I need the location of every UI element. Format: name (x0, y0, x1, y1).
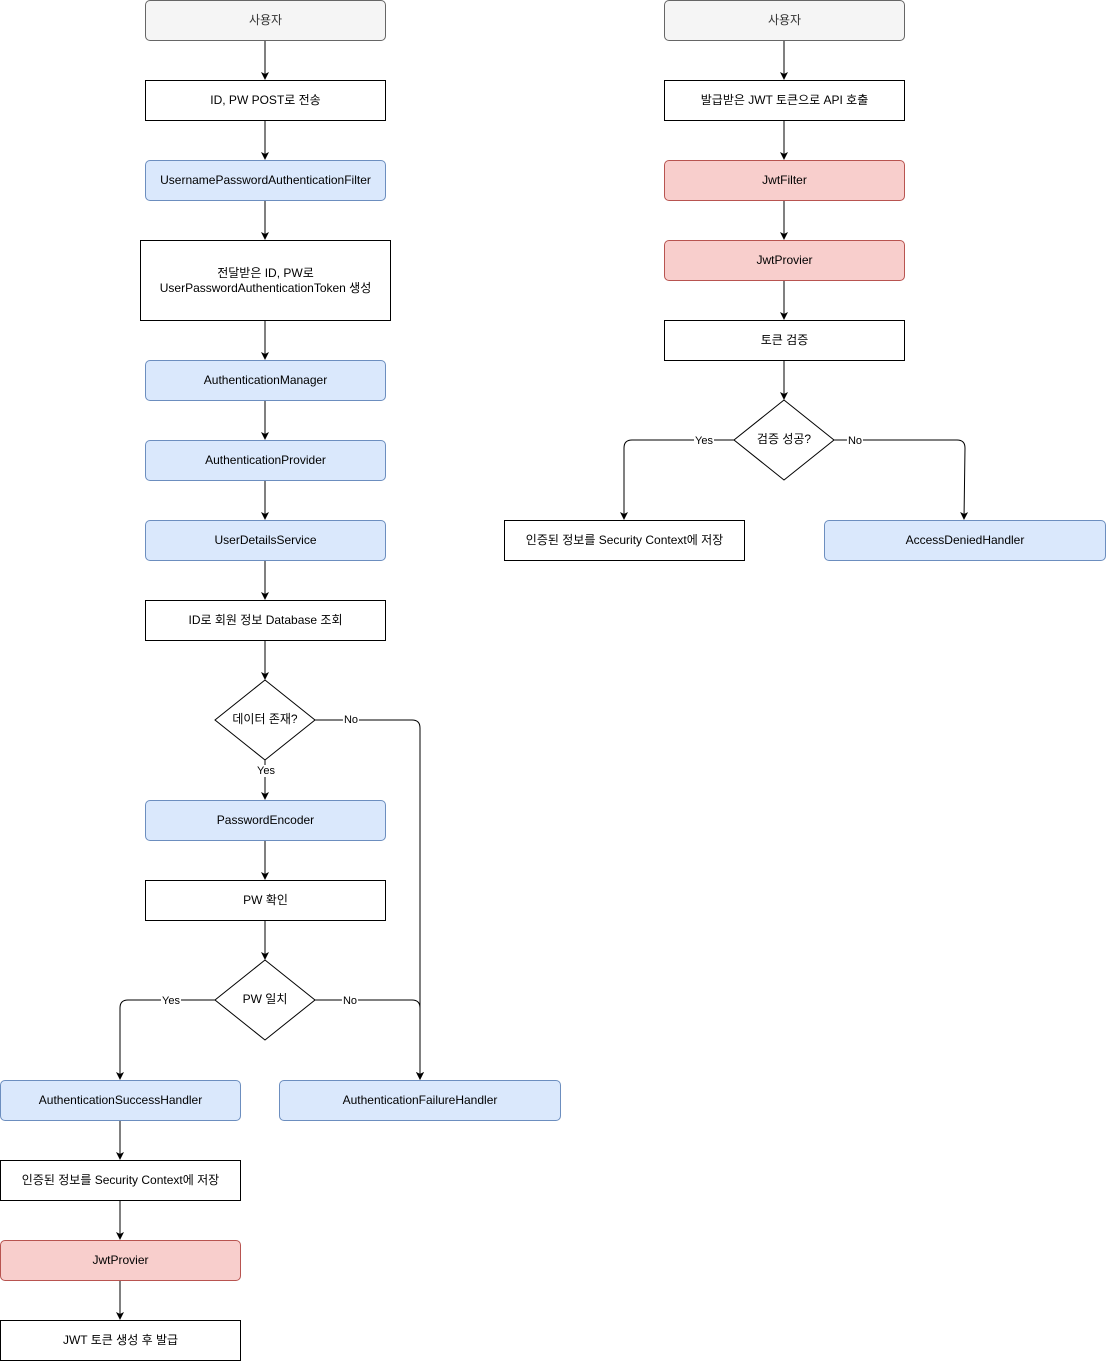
access-denied-handler-node: AccessDeniedHandler (824, 520, 1106, 561)
pw-check-node: PW 확인 (145, 880, 386, 921)
login-user-node: 사용자 (145, 0, 386, 41)
username-password-filter-node: UsernamePasswordAuthenticationFilter (145, 160, 386, 201)
create-token-line2: UserPasswordAuthenticationToken 생성 (159, 280, 372, 295)
verify-no-label: No (846, 435, 864, 447)
api-call-node: 발급받은 JWT 토큰으로 API 호출 (664, 80, 905, 121)
create-token-node: 전달받은 ID, PW로 UserPasswordAuthenticationT… (140, 240, 391, 321)
db-lookup-node: ID로 회원 정보 Database 조회 (145, 600, 386, 641)
exists-no-label: No (342, 714, 360, 726)
password-encoder-node: PasswordEncoder (145, 800, 386, 841)
edge-verify-yes (620, 439, 734, 520)
authentication-manager-node: AuthenticationManager (145, 360, 386, 401)
edge-match-yes (116, 999, 215, 1080)
create-token-line1: 전달받은 ID, PW로 (217, 265, 314, 280)
issue-token-node: JWT 토큰 생성 후 발급 (0, 1320, 241, 1361)
data-exists-diamond (214, 679, 316, 761)
user-details-service-node: UserDetailsService (145, 520, 386, 561)
verify-success-label: 검증 성공? (756, 431, 812, 446)
data-exists-label: 데이터 존재? (232, 711, 298, 726)
success-handler-node: AuthenticationSuccessHandler (0, 1080, 241, 1121)
verify-yes-label: Yes (694, 435, 714, 447)
post-credentials-node: ID, PW POST로 전송 (145, 80, 386, 121)
match-yes-label: Yes (161, 995, 181, 1007)
edge-exists-no (315, 719, 424, 1080)
request-user-node: 사용자 (664, 0, 905, 41)
exists-yes-label: Yes (256, 765, 276, 777)
match-no-label: No (341, 995, 359, 1007)
verify-success-diamond (733, 399, 835, 481)
pw-match-diamond (214, 959, 316, 1041)
edge-verify-no (834, 439, 969, 520)
edge-match-no (315, 999, 424, 1080)
pw-match-label: PW 일치 (242, 991, 288, 1006)
jwt-provider-node: JwtProvier (0, 1240, 241, 1281)
save-context-node-right: 인증된 정보를 Security Context에 저장 (504, 520, 745, 561)
jwt-filter-node: JwtFilter (664, 160, 905, 201)
save-context-node: 인증된 정보를 Security Context에 저장 (0, 1160, 241, 1201)
failure-handler-node: AuthenticationFailureHandler (279, 1080, 561, 1121)
verify-token-node: 토큰 검증 (664, 320, 905, 361)
authentication-provider-node: AuthenticationProvider (145, 440, 386, 481)
jwt-provider-node-right: JwtProvier (664, 240, 905, 281)
